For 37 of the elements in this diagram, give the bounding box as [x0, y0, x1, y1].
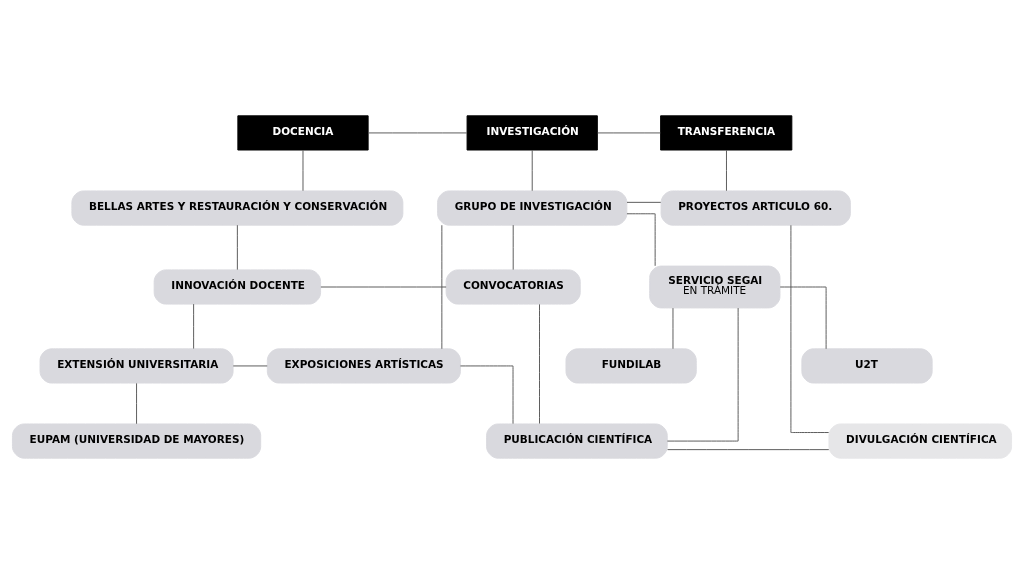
connector	[790, 224, 830, 433]
connector	[193, 303, 195, 349]
connector	[367, 131, 468, 133]
connector	[779, 286, 827, 349]
connector	[726, 149, 727, 191]
connector	[667, 448, 830, 450]
connector	[531, 149, 533, 191]
connector	[666, 307, 739, 442]
connector	[459, 364, 514, 424]
connector	[136, 382, 138, 424]
node-box: FUNDILAB	[565, 347, 697, 384]
connector	[597, 131, 661, 133]
node-box: EUPAM (UNIVERSIDAD DE MAYORES)	[11, 423, 262, 459]
node-box: INVESTIGACIÓN	[466, 114, 598, 150]
node-box: DIVULGACIÓN CIENTÍFICA	[828, 423, 1013, 459]
connector	[626, 201, 662, 203]
node-box: EXPOSICIONES ARTÍSTICAS	[266, 347, 461, 384]
node-box: CONVOCATORIAS	[445, 268, 581, 305]
connector	[672, 307, 674, 349]
node-box: GRUPO DE INVESTIGACIÓN	[437, 189, 628, 226]
connector	[320, 286, 447, 287]
node-box: BELLAS ARTES Y RESTAURACIÓN Y CONSERVACIÓN	[71, 189, 404, 226]
connector	[236, 224, 238, 270]
node-box: TRANSFERENCIA	[660, 114, 793, 150]
connector	[626, 212, 656, 266]
node-box: SERVICIO SEGAI EN TRÁMITE	[649, 265, 781, 308]
connector	[302, 149, 304, 191]
node-box: EXTENSIÓN UNIVERSITARIA	[39, 347, 234, 384]
connector	[441, 224, 443, 349]
connector	[232, 364, 268, 366]
node-box: PROYECTOS ARTICULO 60.	[660, 189, 851, 226]
node-box: DOCENCIA	[237, 114, 369, 150]
node-box: PUBLICACIÓN CIENTÍFICA	[486, 423, 668, 459]
node-box: INNOVACIÓN DOCENTE	[153, 268, 322, 305]
connector	[539, 303, 540, 424]
node-box: U2T	[801, 347, 933, 384]
connector	[512, 224, 514, 270]
